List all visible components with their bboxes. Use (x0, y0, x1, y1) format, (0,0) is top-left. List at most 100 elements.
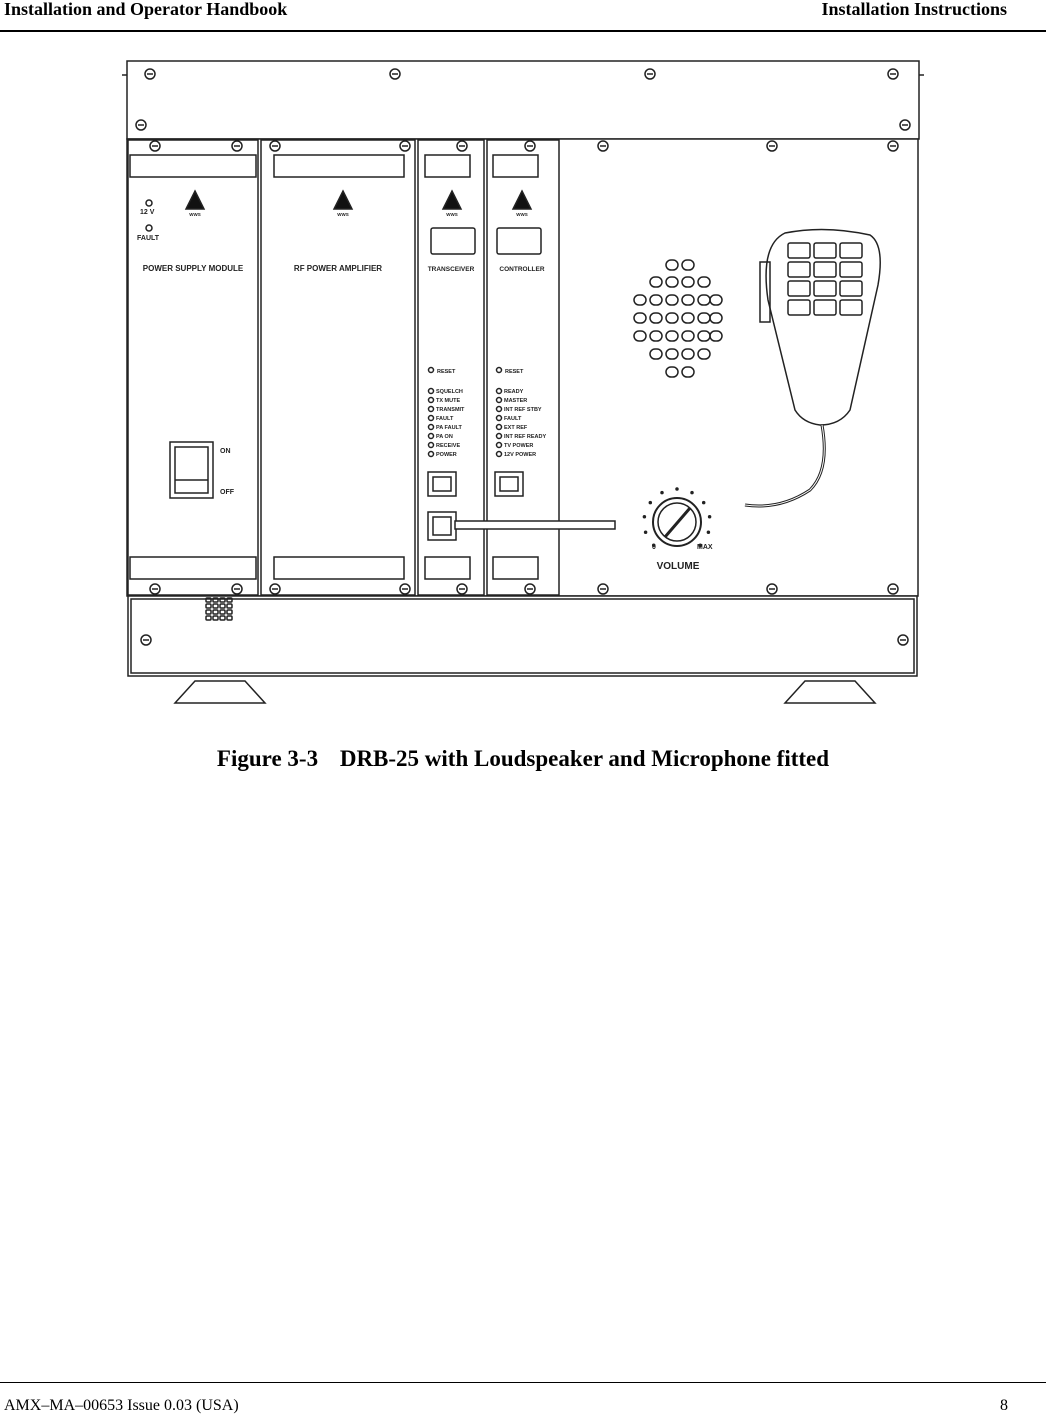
volume-max-label: MAX (697, 544, 713, 551)
microphone-key (839, 280, 863, 297)
volume-tick (651, 543, 656, 548)
speaker-hole (665, 330, 679, 342)
volume-tick (701, 500, 706, 505)
microphone-key (787, 261, 811, 278)
speaker-hole (649, 276, 663, 288)
microphone-key (839, 299, 863, 316)
controller-led-label: TV POWER (504, 443, 533, 449)
transceiver-led-icon (427, 414, 435, 422)
controller-led-label: INT REF STBY (504, 407, 542, 413)
speaker-hole (681, 366, 695, 378)
speaker-hole (709, 312, 723, 324)
figure-number: Figure 3-3 (216, 746, 319, 771)
foot-right (783, 680, 877, 704)
speaker-hole (633, 312, 647, 324)
switch-on-label: ON (220, 448, 231, 455)
controller-led-icon (495, 414, 503, 422)
transceiver-led-icon (427, 405, 435, 413)
transceiver-led-label: PA ON (436, 434, 453, 440)
speaker-hole (681, 259, 695, 271)
vent-slot (219, 609, 226, 615)
controller-led-icon (495, 405, 503, 413)
volume-label: VOLUME (657, 561, 700, 572)
wws-logo-text: WWS (446, 212, 458, 217)
wws-logo-icon (441, 189, 463, 210)
transceiver-led-label: TRANSMIT (436, 407, 465, 413)
transceiver-led-label: POWER (436, 452, 457, 458)
rf-module (260, 139, 416, 596)
vent-slot (205, 609, 212, 615)
wws-logo-icon (332, 189, 354, 210)
controller-led-label: FAULT (504, 416, 522, 422)
volume-tick (698, 543, 703, 548)
controller-led-label: INT REF READY (504, 434, 547, 440)
vent-slot (205, 615, 212, 621)
controller-led-label: 12V POWER (504, 452, 536, 458)
controller-name: CONTROLLER (499, 266, 544, 273)
controller-reset-label: RESET (505, 369, 524, 375)
vent-slot (226, 603, 233, 609)
microphone-key (787, 280, 811, 297)
vent-slot (212, 615, 219, 621)
volume-tick (675, 487, 679, 491)
microphone-key (813, 280, 837, 297)
speaker-hole (709, 330, 723, 342)
volume-tick (660, 490, 664, 495)
vent-slot (212, 597, 219, 603)
vent-slot (219, 597, 226, 603)
transceiver-led-icon (427, 450, 435, 458)
vent-slot (219, 615, 226, 621)
microphone (765, 228, 881, 426)
footer-doc-id: AMX–MA–00653 Issue 0.03 (USA) (4, 1397, 239, 1414)
wws-logo-icon (184, 189, 206, 210)
speaker-hole (681, 348, 695, 360)
transceiver-led-label: RECEIVE (436, 443, 460, 449)
speaker-hole (649, 348, 663, 360)
switch-off-label: OFF (220, 489, 235, 496)
volume-tick (707, 515, 712, 519)
speaker-hole (681, 312, 695, 324)
speaker-hole (665, 366, 679, 378)
speaker-hole (649, 312, 663, 324)
vent-slot (212, 609, 219, 615)
wws-logo-text: WWS (337, 212, 349, 217)
loudspeaker-grille (633, 259, 723, 378)
volume-tick (648, 500, 653, 505)
speaker-hole (697, 276, 711, 288)
speaker-hole (681, 276, 695, 288)
figure-caption: Figure 3-3 DRB-25 with Loudspeaker and M… (0, 746, 1046, 772)
microphone-key (813, 242, 837, 259)
vent-slot (212, 603, 219, 609)
vent-slot (219, 603, 226, 609)
microphone-key (787, 299, 811, 316)
speaker-hole (665, 276, 679, 288)
volume-min-label: 0 (652, 544, 656, 551)
speaker-hole (697, 348, 711, 360)
wws-logo-text: WWS (189, 212, 201, 217)
controller-led-icon (495, 396, 503, 404)
volume-tick (643, 530, 648, 534)
transceiver-reset-label: RESET (437, 369, 456, 375)
volume-tick (690, 490, 694, 495)
speaker-hole (665, 259, 679, 271)
controller-led-label: MASTER (504, 398, 527, 404)
header-right: Installation Instructions (821, 0, 1007, 19)
vent-slot (226, 615, 233, 621)
wws-logo-icon (511, 189, 533, 210)
speaker-hole (649, 330, 663, 342)
speaker-hole (681, 294, 695, 306)
transceiver-led-icon (427, 387, 435, 395)
microphone-key (813, 299, 837, 316)
microphone-key (839, 261, 863, 278)
psu-led-12v-label: 12 V (140, 209, 155, 216)
speaker-hole (633, 294, 647, 306)
speaker-hole (665, 312, 679, 324)
transceiver-name: TRANSCEIVER (428, 266, 475, 273)
speaker-hole (665, 294, 679, 306)
microphone-key (813, 261, 837, 278)
transceiver-module (417, 139, 485, 596)
foot-left (173, 680, 267, 704)
controller-led-icon (495, 423, 503, 431)
microphone-key (787, 242, 811, 259)
